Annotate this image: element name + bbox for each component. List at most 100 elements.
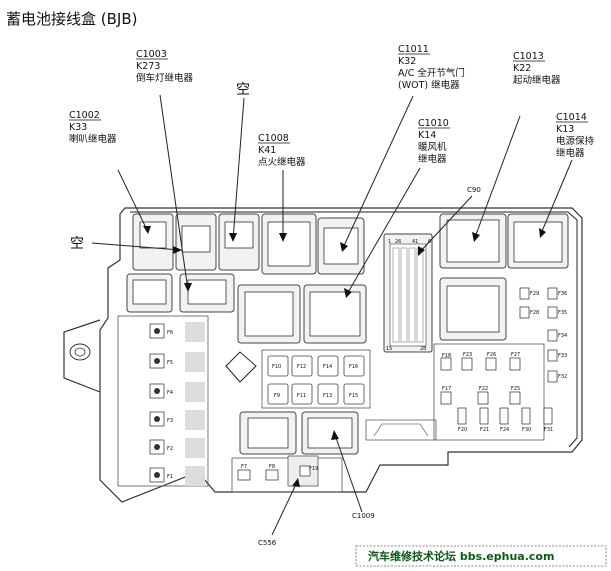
c1011-part: K32 [398, 56, 416, 67]
fuse-f22: F22 [479, 386, 488, 392]
fuse-f12: F12 [297, 364, 306, 370]
c1010-desc2: 继电器 [418, 153, 447, 165]
fuse-f29: F29 [530, 291, 539, 297]
c1010-part: K14 [418, 130, 436, 141]
c1008-part: K41 [258, 145, 276, 156]
relay-block-lower [239, 411, 437, 455]
c90-pin-26: 26 [395, 239, 401, 245]
relay-empty-slot [181, 225, 211, 253]
relay-blank-slot [187, 279, 227, 305]
watermark: 汽车维修技术论坛 bbs.ephua.com [355, 545, 607, 567]
c1010-code: C1010 [418, 118, 449, 129]
fuse-f25: F25 [511, 386, 520, 392]
relay-c1009-slot [307, 417, 353, 449]
fuse-f32: F32 [558, 374, 567, 380]
label-c556: C556 [258, 539, 277, 547]
fuse-bank-center: F10 F12 F14 F16 F9 F11 F13 F15 [261, 349, 371, 409]
fuse-f24: F24 [500, 427, 509, 433]
fuse-f28: F28 [530, 310, 539, 316]
fuse-f5: F5 [167, 360, 173, 366]
mounting-hole [69, 343, 91, 361]
callout-c1010: C1010 K14 暖风机 继电器 [418, 118, 450, 165]
fuse-f13: F13 [323, 393, 332, 399]
relay-c1013-slot [446, 219, 500, 263]
callout-c1003: C1003 K273 倒车灯继电器 [136, 49, 194, 84]
c1014-code: C1014 [556, 112, 587, 123]
fuse-f3: F3 [167, 418, 173, 424]
c1002-desc: 喇叭继电器 [69, 133, 117, 145]
callout-c1011: C1011 K32 A/C 全开节气门 (WOT) 继电器 [398, 44, 465, 91]
watermark-text: 汽车维修技术论坛 bbs.ephua.com [368, 549, 554, 563]
fuse-column-left: F6 F5 F4 F3 F2 [117, 315, 257, 487]
fuse-bank-bottom: F7 F8 F19 [231, 455, 343, 493]
c1014-part: K13 [556, 124, 574, 135]
fuse-f15: F15 [349, 393, 358, 399]
fuse-f21: F21 [480, 427, 489, 433]
fuse-f9: F9 [274, 393, 280, 399]
fuse-f11: F11 [297, 393, 306, 399]
relay-c1014-slot [513, 221, 563, 263]
callout-c1002: C1002 K33 喇叭继电器 [69, 110, 117, 145]
c1003-desc: 倒车灯继电器 [136, 72, 194, 84]
c1003-part: K273 [136, 61, 160, 72]
fuse-f17: F17 [442, 386, 451, 392]
fuse-f19: F19 [309, 466, 318, 472]
relay-c1003-slot [224, 221, 254, 249]
fuse-f23: F23 [463, 352, 472, 358]
relay-c1002-slot [139, 221, 167, 249]
fuse-f34: F34 [558, 333, 567, 339]
fuse-f31: F31 [544, 427, 553, 433]
diamond-feature [225, 351, 257, 383]
c1011-desc1: A/C 全开节气门 [398, 67, 465, 79]
c1011-code: C1011 [398, 44, 429, 55]
fuse-f33: F33 [558, 353, 567, 359]
relay-block-right [439, 213, 569, 341]
fuse-column-right: F29 F36 F28 F35 F34 F33 F32 [519, 287, 567, 383]
relay-c1008-slot [267, 221, 311, 267]
c1003-code: C1003 [136, 49, 167, 60]
c90-pin-1: 1 [388, 239, 391, 245]
fuse-f16: F16 [349, 364, 358, 370]
leader-lines [91, 94, 573, 536]
c90-pin-15: 15 [386, 346, 392, 352]
relay-empty-slot-2 [132, 279, 167, 305]
fuse-f36: F36 [558, 291, 567, 297]
callout-c1008: C1008 K41 点火继电器 [258, 133, 306, 168]
fuse-f30: F30 [522, 427, 531, 433]
label-c1009: C1009 [352, 512, 375, 520]
callout-c1013: C1013 K22 起动继电器 [513, 51, 561, 86]
c1014-desc2: 继电器 [556, 147, 585, 159]
c1002-part: K33 [69, 122, 87, 133]
c1008-code: C1008 [258, 133, 289, 144]
label-empty-top: 空 [236, 82, 250, 98]
fuse-f26: F26 [487, 352, 496, 358]
c1013-part: K22 [513, 63, 531, 74]
c1013-desc: 起动继电器 [513, 74, 561, 86]
fuse-f8: F8 [269, 464, 275, 470]
c1010-desc1: 暖风机 [418, 141, 447, 153]
fuse-f1: F1 [167, 474, 173, 480]
arrowheads [143, 226, 546, 487]
fuse-f2: F2 [167, 446, 173, 452]
c90-pin-41: 41 [412, 239, 418, 245]
label-empty-left: 空 [70, 236, 84, 252]
fuse-f10: F10 [272, 364, 281, 370]
c1008-desc: 点火继电器 [258, 156, 306, 168]
label-c90: C90 [467, 186, 481, 194]
relay-block-left [126, 213, 260, 313]
relay-block-middle [237, 213, 367, 344]
c1013-code: C1013 [513, 51, 544, 62]
diagram-title: 蓄电池接线盒 (BJB) [6, 10, 137, 28]
connector-c90: 1 26 41 6 15 28 [383, 233, 433, 353]
fuse-f18: F18 [442, 353, 451, 359]
fuse-f7: F7 [241, 464, 247, 470]
fuse-f4: F4 [167, 390, 173, 396]
relay-c1010-slot [309, 291, 361, 337]
fuse-f35: F35 [558, 310, 567, 316]
c1002-code: C1002 [69, 110, 100, 121]
callout-c1014: C1014 K13 电源保持 继电器 [556, 112, 595, 159]
c1011-desc2: (WOT) 继电器 [398, 79, 460, 91]
fuse-f6: F6 [167, 330, 173, 336]
fuse-f27: F27 [511, 352, 520, 358]
